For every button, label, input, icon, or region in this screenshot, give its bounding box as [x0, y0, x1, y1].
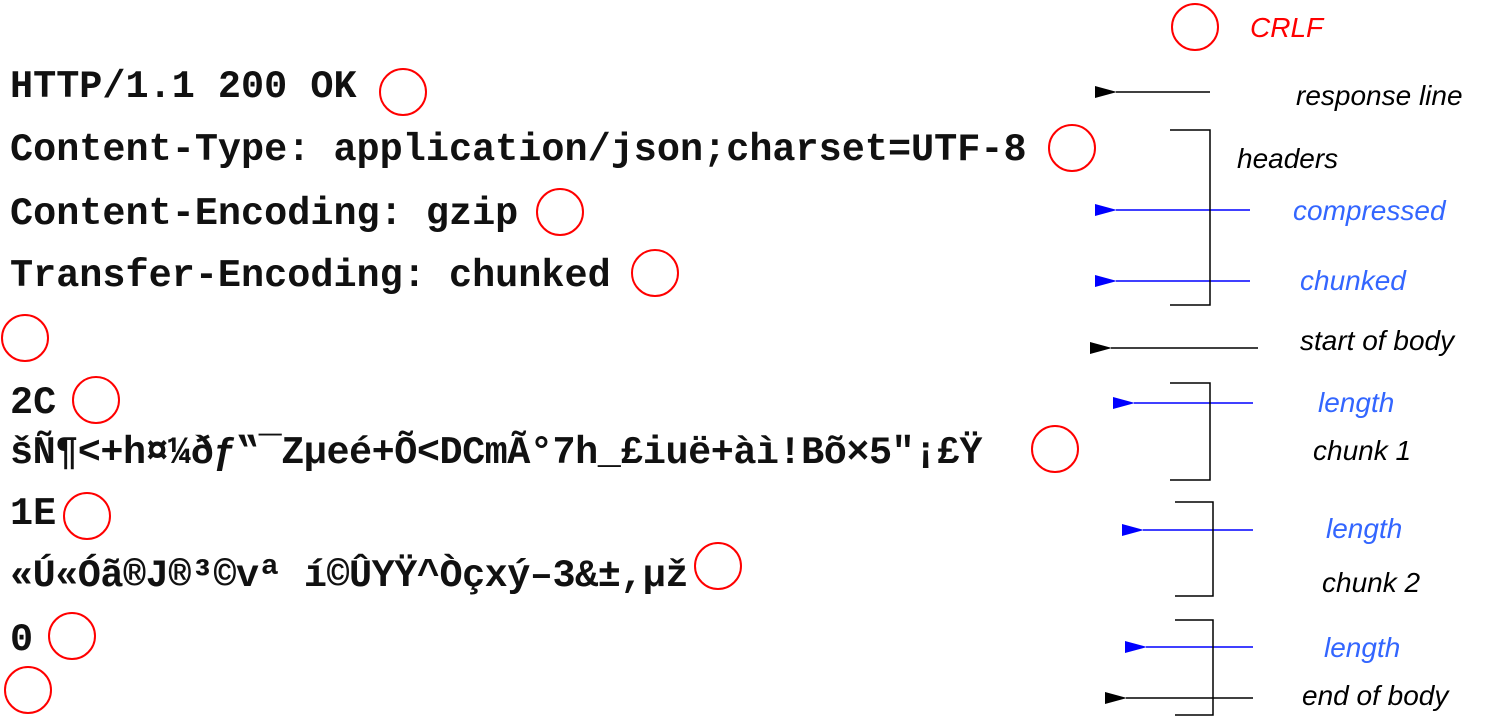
label-length-1: length	[1318, 387, 1395, 418]
header-content-encoding: Content-Encoding: gzip	[10, 192, 519, 236]
bracket-end	[1175, 619, 1214, 716]
crlf-circle	[63, 492, 111, 540]
crlf-circle	[536, 188, 584, 236]
crlf-markers	[1, 3, 1219, 714]
chunk-2-data: «Ú«Óã®J®³©vª í©ÛYŸ^Òçxý–3&±,µž	[10, 554, 689, 598]
label-start-of-body: start of body	[1300, 325, 1455, 356]
label-compressed: compressed	[1293, 195, 1446, 226]
crlf-legend-circle	[1171, 3, 1219, 51]
label-end-of-body: end of body	[1302, 680, 1449, 711]
crlf-circle	[1031, 425, 1079, 473]
label-headers: headers	[1237, 143, 1339, 174]
chunk-1-data: šÑ¶<+h¤¼ðƒ‟¯Zµeé+Õ<DCmÃ°7h_£iuë+àì!Bõ×5″…	[10, 431, 982, 475]
header-content-type: Content-Type: application/json;charset=U…	[10, 128, 1027, 172]
label-length-2: length	[1326, 513, 1403, 544]
crlf-circle	[4, 666, 52, 714]
bracket-headers	[1170, 129, 1211, 306]
crlf-circle	[694, 542, 742, 590]
crlf-circle	[48, 612, 96, 660]
label-chunk-1: chunk 1	[1313, 435, 1412, 466]
status-line: HTTP/1.1 200 OK	[10, 65, 357, 109]
crlf-circle	[1048, 124, 1096, 172]
label-chunk-2: chunk 2	[1322, 567, 1421, 598]
last-chunk-length: 0	[10, 618, 34, 662]
crlf-circle	[631, 249, 679, 297]
label-chunked: chunked	[1300, 265, 1406, 296]
crlf-legend-label: CRLF	[1250, 12, 1324, 43]
label-length-3: length	[1324, 632, 1401, 663]
crlf-circle	[379, 68, 427, 116]
label-response-line: response line	[1296, 80, 1463, 111]
chunk-1-length: 2C	[10, 381, 57, 425]
crlf-circle	[72, 376, 120, 424]
bracket-chunk-2	[1175, 501, 1214, 597]
crlf-circle	[1, 314, 49, 362]
chunk-2-length: 1E	[10, 492, 57, 536]
header-transfer-encoding: Transfer-Encoding: chunked	[10, 254, 611, 298]
bracket-chunk-1	[1170, 382, 1211, 481]
